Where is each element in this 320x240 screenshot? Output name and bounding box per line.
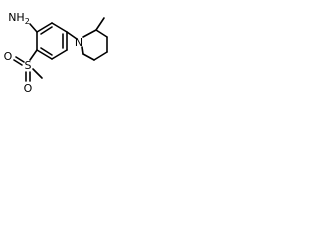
nitrogen-label: N xyxy=(75,36,83,49)
benzene-ring xyxy=(36,22,68,60)
bond-pip-6 xyxy=(81,46,84,55)
bond-ring-1 xyxy=(36,22,53,33)
bond-ring-double-1 xyxy=(40,26,53,35)
bond-methyl xyxy=(95,17,105,31)
bond-ring-5 xyxy=(36,49,53,60)
amine-label: NH2 xyxy=(8,11,30,26)
molecule-canvas: NH2 N S O O xyxy=(0,0,113,107)
bond-pip-5 xyxy=(82,53,95,61)
bond-ring-4 xyxy=(51,49,68,60)
bond-sulfur-oxygen-top-b xyxy=(15,56,25,63)
bond-ring-2 xyxy=(51,22,68,33)
oxygen-top-label: O xyxy=(4,50,13,63)
bond-sulfur-oxygen-top-a xyxy=(13,59,23,66)
bond-sulfur-to-methyl xyxy=(32,68,43,79)
bond-pip-4 xyxy=(93,51,108,61)
bond-pip-1 xyxy=(82,29,97,38)
sulfur-label: S xyxy=(25,59,32,72)
bond-ring-double-3 xyxy=(40,47,53,56)
oxygen-bottom-label: O xyxy=(24,82,33,95)
bond-pip-2 xyxy=(95,29,108,38)
structure-diagram: NH2 N S O O xyxy=(4,11,108,95)
bond-ring-to-amine xyxy=(29,23,38,33)
piperidine-ring xyxy=(81,29,108,61)
bond-ring-to-sulfur xyxy=(29,49,38,61)
bond-ring-to-nitrogen xyxy=(66,31,78,40)
